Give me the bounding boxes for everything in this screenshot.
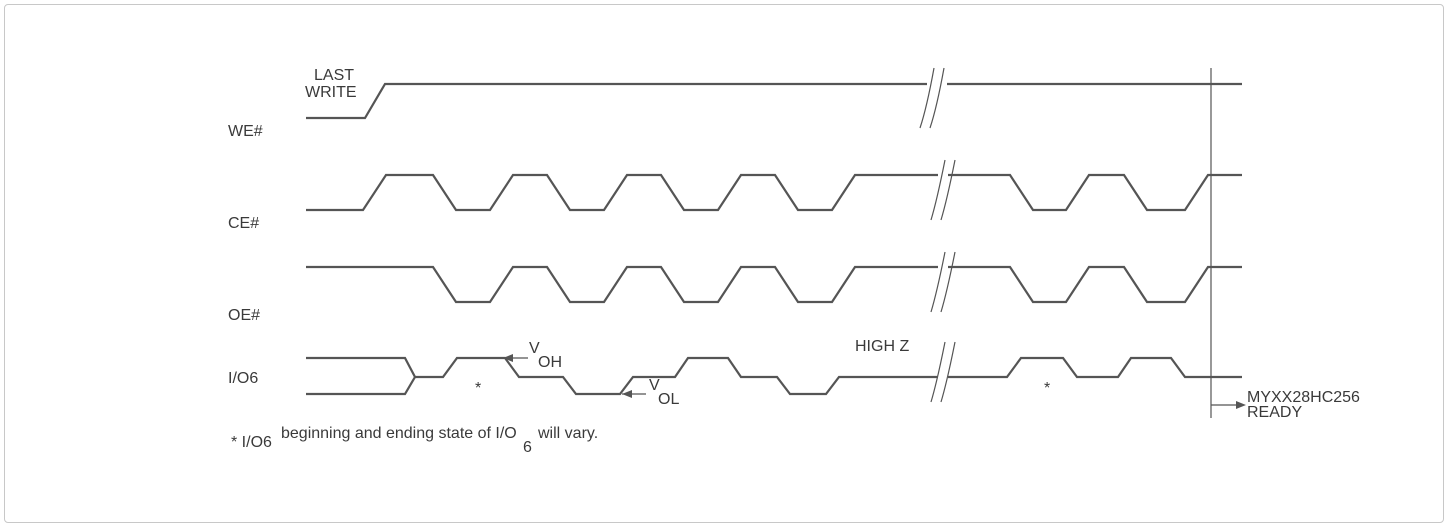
ready-device-label: MYXX28HC256 xyxy=(1247,389,1360,406)
we-waveform xyxy=(306,82,1242,120)
ce-waveform xyxy=(306,173,1242,212)
ce-break-mark xyxy=(930,159,956,221)
oe-label: OE# xyxy=(228,307,260,324)
footnote-text-a: beginning and ending state of I/O xyxy=(281,425,517,442)
ce-label: CE# xyxy=(228,215,259,232)
diagram-frame xyxy=(4,4,1444,523)
vol-sub: OL xyxy=(658,391,679,408)
io6-break-mark xyxy=(930,341,956,403)
footnote-prefix: * I/O6 xyxy=(231,434,272,451)
voh-arrow-head xyxy=(503,354,513,362)
io6-label: I/O6 xyxy=(228,370,258,387)
vol-arrow-head xyxy=(622,390,632,398)
vol-main: V xyxy=(649,377,660,394)
voh-sub: OH xyxy=(538,354,562,371)
last-label: LAST xyxy=(314,67,354,84)
asterisk-right: * xyxy=(1044,380,1050,397)
high-z-label: HIGH Z xyxy=(855,338,909,355)
asterisk-left: * xyxy=(475,380,481,397)
write-label: WRITE xyxy=(305,84,357,101)
oe-break-mark xyxy=(930,251,956,313)
oe-waveform xyxy=(306,265,1242,304)
io6-waveform xyxy=(306,356,1242,396)
voh-main: V xyxy=(529,340,540,357)
ready-state-label: READY xyxy=(1247,404,1302,421)
we-label: WE# xyxy=(228,123,263,140)
footnote-text-b: will vary. xyxy=(537,425,598,442)
ready-arrow-head xyxy=(1236,401,1246,409)
footnote-sub: 6 xyxy=(523,439,532,456)
we-break-mark xyxy=(919,67,945,129)
